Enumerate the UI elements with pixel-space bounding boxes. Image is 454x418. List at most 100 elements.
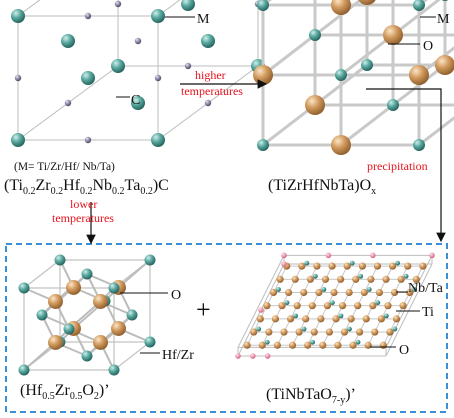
- oxygen-atom: [375, 288, 384, 297]
- metal-atom: [11, 133, 25, 147]
- metal-atom: [54, 254, 66, 266]
- ti-atom: [304, 260, 310, 266]
- oxygen-atom: [352, 275, 360, 283]
- metal-atom: [81, 71, 95, 85]
- metal-atom: [309, 29, 321, 41]
- oxygen-atom: [325, 328, 333, 336]
- oxygen-atom: [306, 275, 314, 283]
- formula-part: Hf: [63, 177, 81, 194]
- hfzr-metal-label: Hf/Zr: [162, 348, 194, 363]
- oxygen-atom: [389, 262, 397, 270]
- oxygen-atom: [332, 315, 340, 323]
- oxygen-atom: [392, 315, 401, 323]
- ti-atom: [330, 300, 335, 306]
- oxygen-atom: [263, 302, 271, 310]
- nbta-atom: [370, 252, 376, 259]
- carbon-atom: [64, 99, 72, 107]
- precipitation-arrow: [366, 88, 446, 243]
- oxygen-atom: [362, 315, 370, 323]
- oxygen-atom: [286, 315, 295, 323]
- formula-part: 2: [94, 391, 99, 402]
- carbon-atom: [204, 99, 212, 107]
- nbta-atom: [235, 353, 241, 359]
- formula-part: Ta: [125, 177, 141, 194]
- metal-atom: [441, 0, 449, 1]
- formula-part: x: [371, 186, 376, 197]
- nbta-atom: [250, 353, 256, 359]
- oxygen-atom: [271, 315, 280, 323]
- tinbtao-formula: (TiNbTaO7-y)’: [266, 386, 356, 406]
- tinbtao-o-label: O: [399, 343, 409, 358]
- plus-sign: +: [196, 295, 211, 324]
- nbta-atom: [258, 307, 264, 313]
- lattice-edge: [385, 255, 433, 348]
- ti-atom: [395, 260, 401, 266]
- ti-atom: [256, 326, 262, 332]
- oxygen-atom: [412, 275, 420, 283]
- ti-atom: [375, 300, 381, 306]
- oxygen-atom: [406, 288, 414, 297]
- carbide-structure: [11, 0, 265, 147]
- oxygen-atom: [331, 0, 351, 15]
- oxygen-atom: [269, 288, 278, 297]
- ti-atom: [403, 273, 409, 279]
- metal-atom: [257, 0, 269, 11]
- metal-atom: [335, 69, 347, 81]
- formula-part: 0.2: [51, 186, 64, 197]
- oxygen-atom: [276, 275, 284, 283]
- oxygen-atom: [319, 341, 327, 349]
- oxygen-atom: [93, 294, 108, 309]
- ti-atom: [301, 326, 307, 332]
- formula-part: 7-y: [332, 395, 345, 406]
- oxygen-atom: [308, 302, 316, 310]
- oxygen-atom: [338, 302, 347, 310]
- carbide-formula: (Ti0.2Zr0.2Hf0.2Nb0.2Ta0.2)C: [4, 177, 169, 197]
- oxygen-atom: [435, 55, 454, 75]
- ti-atom: [312, 273, 318, 279]
- ti-atom: [355, 339, 361, 345]
- oxygen-atom: [256, 315, 264, 323]
- temperatures-label: temperatures: [181, 84, 243, 98]
- rocksalt-oxide-structure: [253, 0, 454, 155]
- formula-part: 0.5: [42, 391, 55, 402]
- tinbtao-ti-label: Ti: [422, 305, 434, 320]
- oxygen-atom: [265, 328, 273, 336]
- ti-atom: [264, 339, 270, 345]
- lattice-edge: [157, 0, 181, 17]
- formula-part: (Hf: [20, 382, 43, 399]
- oxygen-atom: [334, 341, 342, 349]
- formula-part: 0.2: [140, 186, 153, 197]
- ti-atom: [412, 287, 418, 292]
- oxygen-atom: [419, 262, 427, 270]
- oxygen-atom: [358, 0, 376, 5]
- metal-atom: [131, 96, 145, 110]
- ti-atom: [366, 287, 372, 292]
- oxygen-atom: [288, 341, 297, 349]
- metal-atom: [81, 268, 93, 280]
- carbide-note: (M= Ti/Zr/Hf/ Nb/Ta): [14, 161, 115, 173]
- formula-part: )’: [99, 382, 110, 399]
- products-dashed-box: [5, 243, 448, 413]
- oxygen-atom: [369, 302, 377, 310]
- formula-part: (TiZrHfNbTa)O: [268, 177, 371, 194]
- metal-atom: [144, 254, 156, 266]
- oxygen-atom: [317, 315, 325, 323]
- nbta-atom: [429, 252, 435, 259]
- oxygen-atom: [399, 302, 407, 310]
- metal-atom: [151, 133, 165, 147]
- hfzr-formula: (Hf0.5Zr0.5O2)’: [20, 382, 110, 402]
- oxygen-atom: [343, 262, 351, 270]
- metal-atom: [181, 0, 195, 11]
- hfzr-o-label: O: [171, 288, 181, 303]
- oxygen-atom: [347, 315, 355, 323]
- oxygen-atom: [390, 288, 399, 297]
- formula-part: O: [82, 382, 94, 399]
- oxygen-atom: [280, 328, 288, 336]
- oxygen-atom: [302, 315, 310, 323]
- carbide-m-label: M: [197, 12, 210, 27]
- carbon-atom: [184, 62, 192, 70]
- oxygen-atom: [293, 302, 301, 310]
- ti-atom: [358, 273, 364, 279]
- metal-atom: [108, 364, 120, 376]
- tinbtao-nbta-label: Nb/Ta: [408, 281, 444, 296]
